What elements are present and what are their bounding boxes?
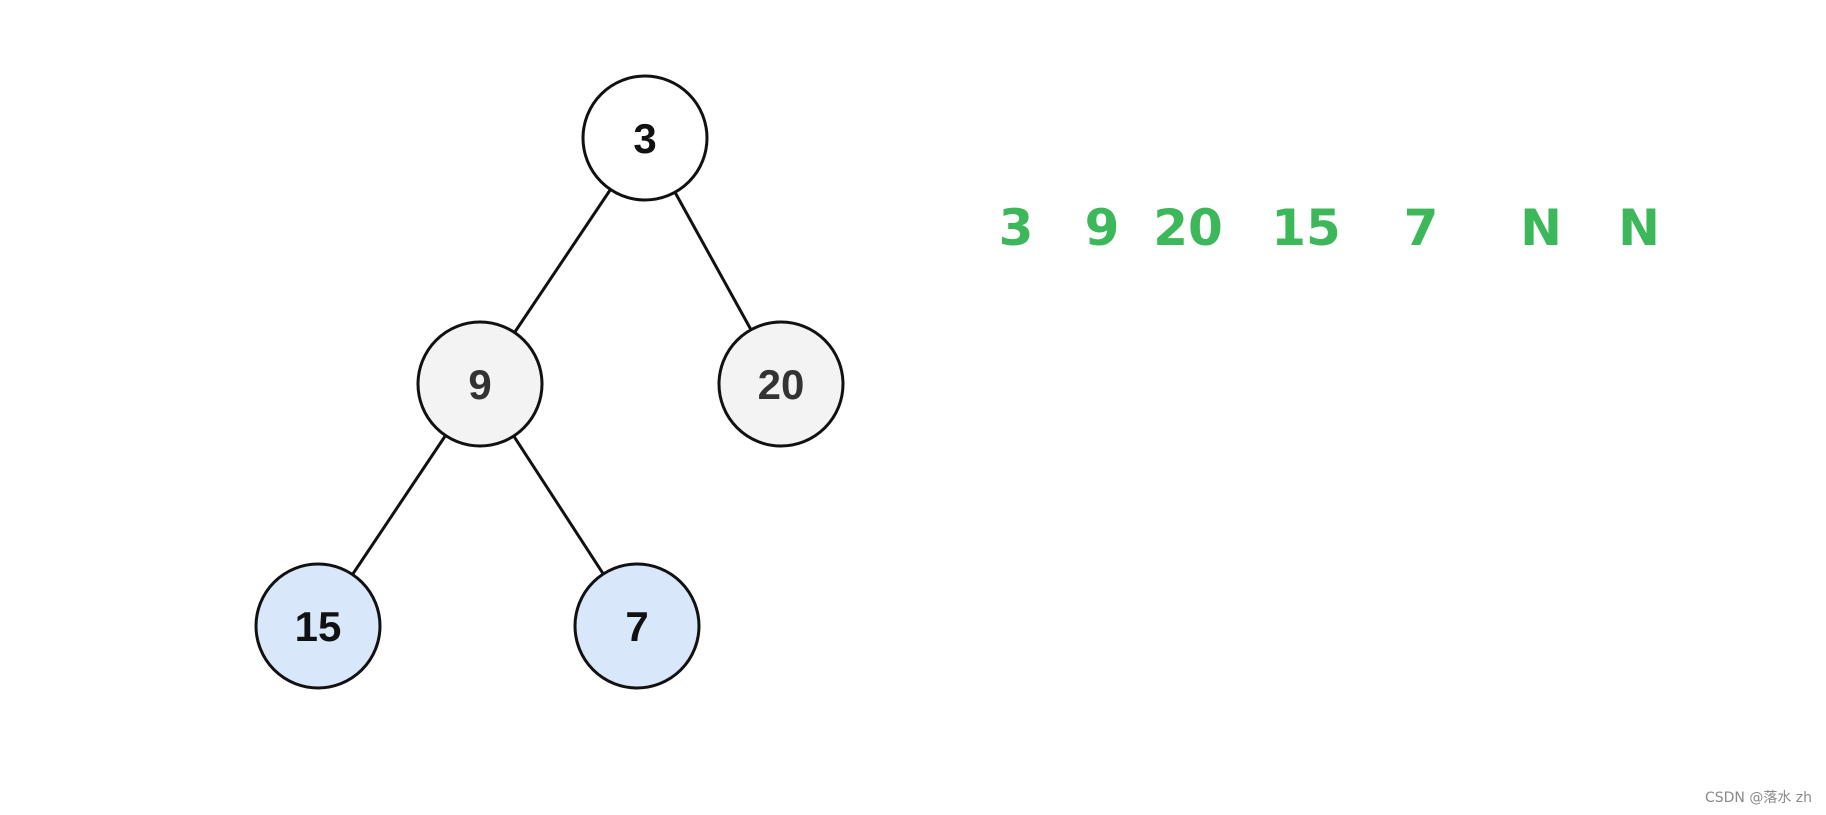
sequence-item: N — [1618, 199, 1660, 257]
sequence-item: N — [1520, 199, 1562, 257]
tree-node-9: 9 — [416, 320, 544, 448]
sequence-item: 3 — [999, 199, 1034, 257]
tree-edge-n9-n15 — [351, 434, 447, 576]
tree-node-circle — [581, 74, 709, 202]
sequence-item: 9 — [1085, 199, 1120, 257]
tree-edge-n3-n9 — [513, 188, 612, 334]
tree-node-3: 3 — [581, 74, 709, 202]
watermark: CSDN @落水 zh — [1704, 790, 1812, 806]
tree-node-7: 7 — [573, 562, 701, 690]
tree-node-label: 15 — [295, 603, 342, 650]
tree-node-label: 9 — [468, 361, 491, 408]
tree-node-circle — [573, 562, 701, 690]
tree-node-label: 20 — [758, 361, 805, 408]
tree-nodes: 3 9 20 15 7 — [254, 74, 845, 690]
tree-node-label: 7 — [625, 603, 648, 650]
sequence-item: 20 — [1153, 199, 1223, 257]
tree-edges — [351, 188, 753, 576]
tree-node-15: 15 — [254, 562, 382, 690]
sequence-item: 15 — [1271, 199, 1341, 257]
tree-node-circle — [254, 562, 382, 690]
tree-node-label: 3 — [633, 115, 656, 162]
tree-edge-n3-n20 — [673, 191, 753, 331]
tree-node-circle — [717, 320, 845, 448]
sequence-item: 7 — [1404, 199, 1439, 257]
tree-node-20: 20 — [717, 320, 845, 448]
tree-edge-n9-n7 — [512, 435, 605, 575]
tree-node-circle — [416, 320, 544, 448]
